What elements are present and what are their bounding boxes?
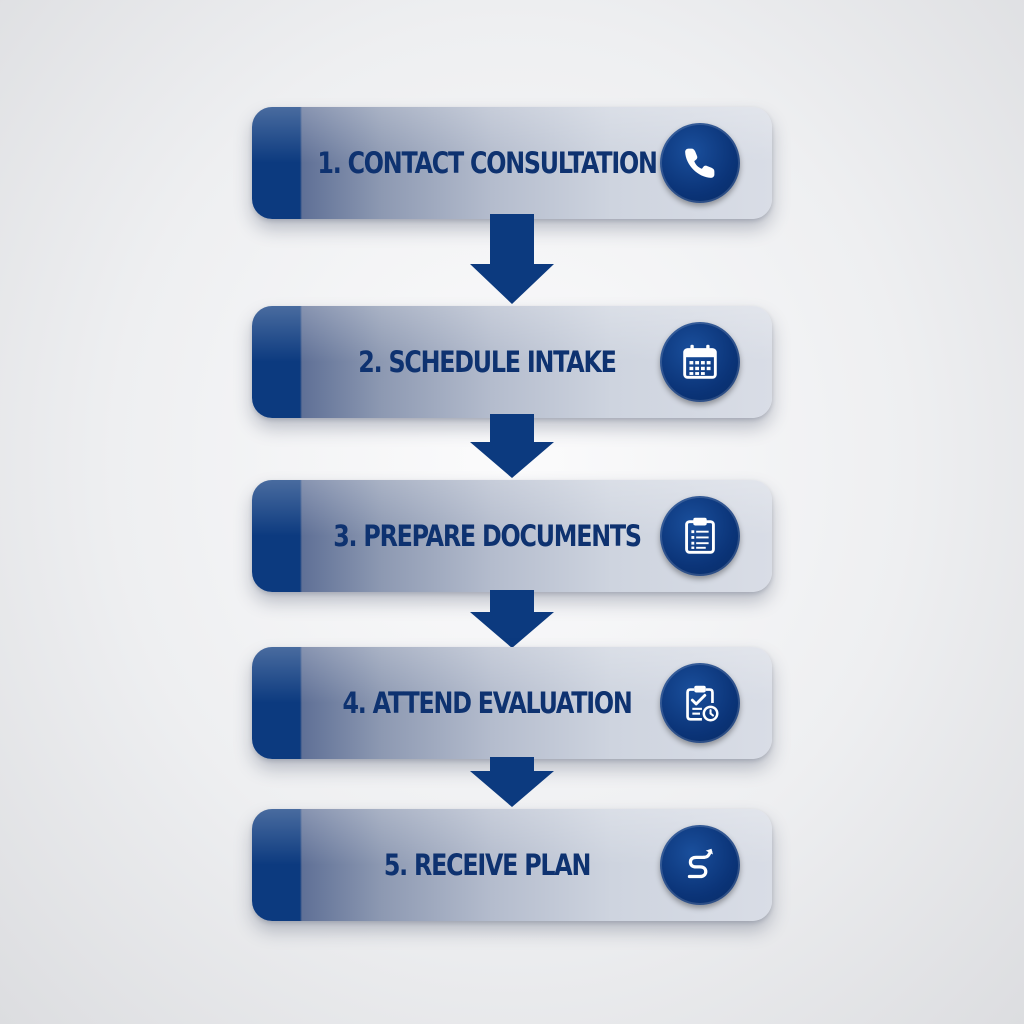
step-2-label: 2. SCHEDULE INTAKE bbox=[358, 345, 617, 379]
step-3-label: 3. PREPARE DOCUMENTS bbox=[333, 519, 642, 553]
arrow-1-to-2 bbox=[470, 214, 554, 304]
step-4-box: 4. ATTEND EVALUATION bbox=[252, 647, 772, 759]
calendar-icon bbox=[660, 322, 740, 402]
arrow-2-to-3 bbox=[470, 414, 554, 478]
step-5-box: 5. RECEIVE PLAN bbox=[252, 809, 772, 921]
phone-icon bbox=[660, 123, 740, 203]
path-arrow-icon bbox=[660, 825, 740, 905]
clipboard-check-icon bbox=[660, 663, 740, 743]
arrow-3-to-4 bbox=[470, 590, 554, 648]
step-1-box: 1. CONTACT CONSULTATION bbox=[252, 107, 772, 219]
clipboard-icon bbox=[660, 496, 740, 576]
step-1-label: 1. CONTACT CONSULTATION bbox=[317, 146, 657, 180]
step-3-box: 3. PREPARE DOCUMENTS bbox=[252, 480, 772, 592]
step-2-box: 2. SCHEDULE INTAKE bbox=[252, 306, 772, 418]
arrow-4-to-5 bbox=[470, 757, 554, 807]
step-5-label: 5. RECEIVE PLAN bbox=[383, 848, 592, 882]
step-4-label: 4. ATTEND EVALUATION bbox=[342, 686, 632, 720]
